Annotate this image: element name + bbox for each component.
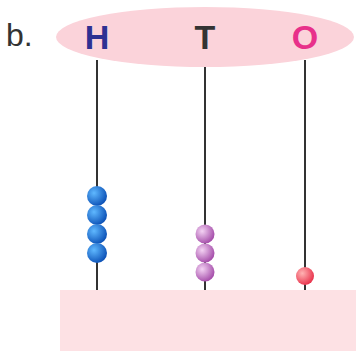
ones-rod [304, 60, 306, 290]
place-value-header: HTO [55, 6, 355, 68]
place-value-letter: O [280, 17, 330, 57]
place-value-letter: H [72, 17, 122, 57]
part-label: b. [6, 16, 33, 54]
ones-beads [296, 267, 314, 285]
abacus-base [60, 290, 356, 351]
place-value-letter: T [180, 17, 230, 57]
tens-beads [196, 225, 215, 282]
hundreds-beads [87, 186, 107, 263]
